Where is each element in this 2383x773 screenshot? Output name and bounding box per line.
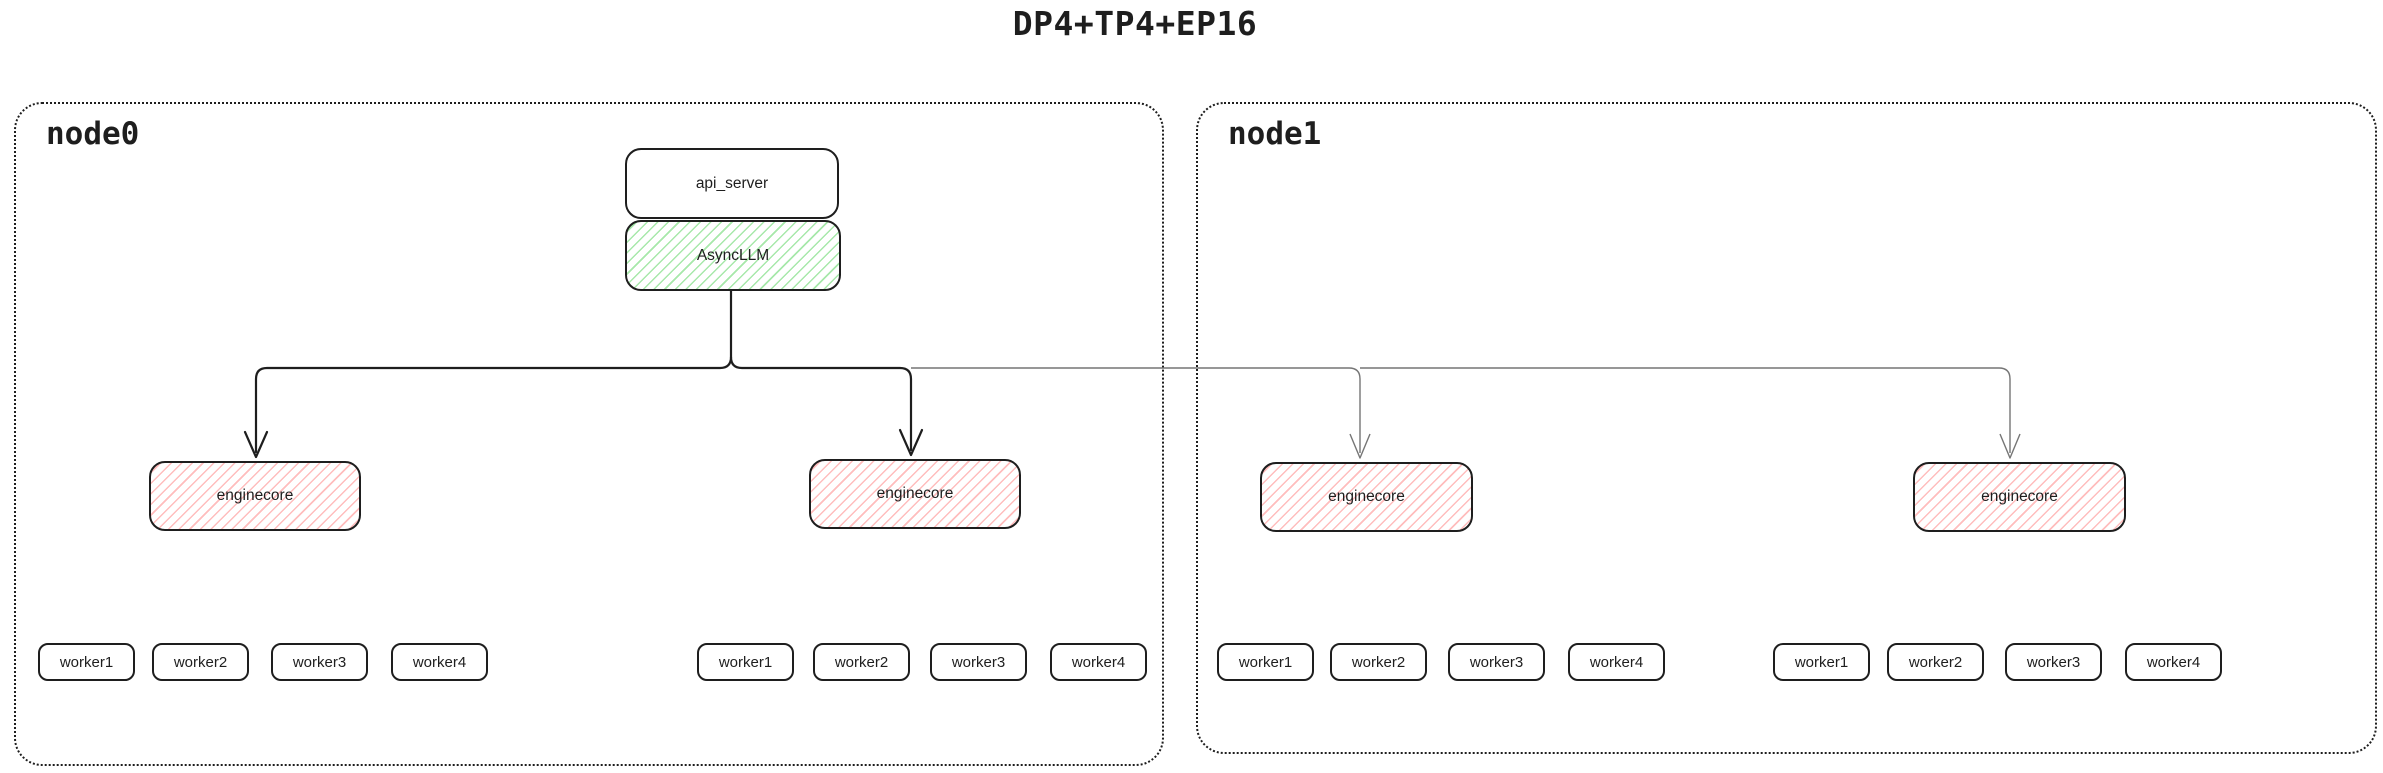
node0-label: node0 [46, 116, 140, 152]
worker-box: worker3 [1448, 643, 1545, 681]
enginecore-box-3: enginecore [1260, 462, 1473, 532]
worker-box: worker1 [697, 643, 794, 681]
asyncllm-box: AsyncLLM [625, 220, 841, 291]
enginecore-box-2: enginecore [809, 459, 1021, 529]
worker-box: worker2 [813, 643, 910, 681]
diagram-title: DP4+TP4+EP16 [1012, 4, 1258, 43]
worker-box: worker3 [271, 643, 368, 681]
worker-box: worker4 [1050, 643, 1147, 681]
node1-label: node1 [1228, 116, 1322, 152]
worker-box: worker1 [38, 643, 135, 681]
enginecore-box-4: enginecore [1913, 462, 2126, 532]
enginecore-box-1: enginecore [149, 461, 361, 531]
worker-box: worker2 [1330, 643, 1427, 681]
worker-box: worker2 [1887, 643, 1984, 681]
worker-box: worker3 [2005, 643, 2102, 681]
worker-box: worker4 [391, 643, 488, 681]
worker-box: worker1 [1773, 643, 1870, 681]
worker-box: worker2 [152, 643, 249, 681]
api-server-box: api_server [625, 148, 839, 219]
worker-box: worker3 [930, 643, 1027, 681]
worker-box: worker4 [2125, 643, 2222, 681]
worker-box: worker4 [1568, 643, 1665, 681]
worker-box: worker1 [1217, 643, 1314, 681]
